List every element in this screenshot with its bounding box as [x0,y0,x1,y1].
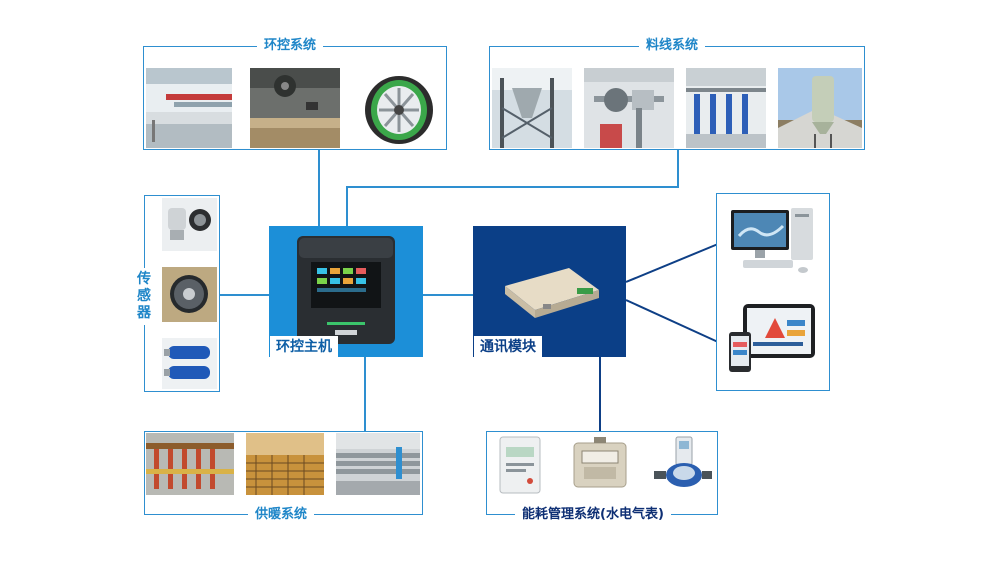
connector-comm-to-energy [599,357,601,431]
heat-photo-pipes [336,433,420,495]
sensor-photo-probes [162,198,217,251]
connector-sensor-to-controller [219,294,269,296]
env-photo-exhaust-fan [357,68,443,148]
feed-photo-feeders [686,68,766,148]
feed-system-title: 料线系统 [639,38,706,54]
controller-hub-label: 环控主机 [270,336,338,358]
energy-photo-gas-meter [568,433,632,497]
sensor-title-char-1: 传 [137,271,151,287]
heat-photo-floor-grid [246,433,324,495]
connector-controller-to-comm [423,294,473,296]
connector-comm-to-tablet [626,299,719,343]
heat-photo-manifold [146,433,234,495]
energy-photo-electric-meter [490,433,550,497]
feed-photo-motor [584,68,674,148]
connector-env-to-controller [318,150,320,226]
env-photo-barn-ceiling [146,68,232,148]
sensor-photo-cylinders [162,338,217,389]
heat-system-title: 供暖系统 [248,507,315,523]
comm-hub-label: 通讯模块 [474,336,542,358]
connector-comm-to-devices [626,243,719,343]
connector-feed-horizontal [346,186,679,188]
env-photo-barn-fans [250,68,340,148]
energy-photo-water-meter [650,433,714,497]
connector-feed-vertical [677,150,679,188]
connector-comm-to-desktop [626,243,719,283]
sensor-title: 传 感 器 [134,268,154,325]
controller-hub [269,226,423,357]
feed-photo-silo-tower [778,68,862,148]
env-system-title: 环控系统 [257,38,324,54]
device-tablet-phone [725,298,821,378]
sensor-title-char-3: 器 [137,305,151,321]
connector-feed-to-controller [346,186,348,226]
feed-photo-silo-frame [492,68,572,148]
device-desktop-computer [725,202,821,278]
connector-controller-to-heat [364,357,366,431]
sensor-photo-dome [162,267,217,322]
comm-hub [473,226,626,357]
energy-system-title: 能耗管理系统(水电气表) [515,507,671,523]
sensor-title-char-2: 感 [137,288,151,304]
